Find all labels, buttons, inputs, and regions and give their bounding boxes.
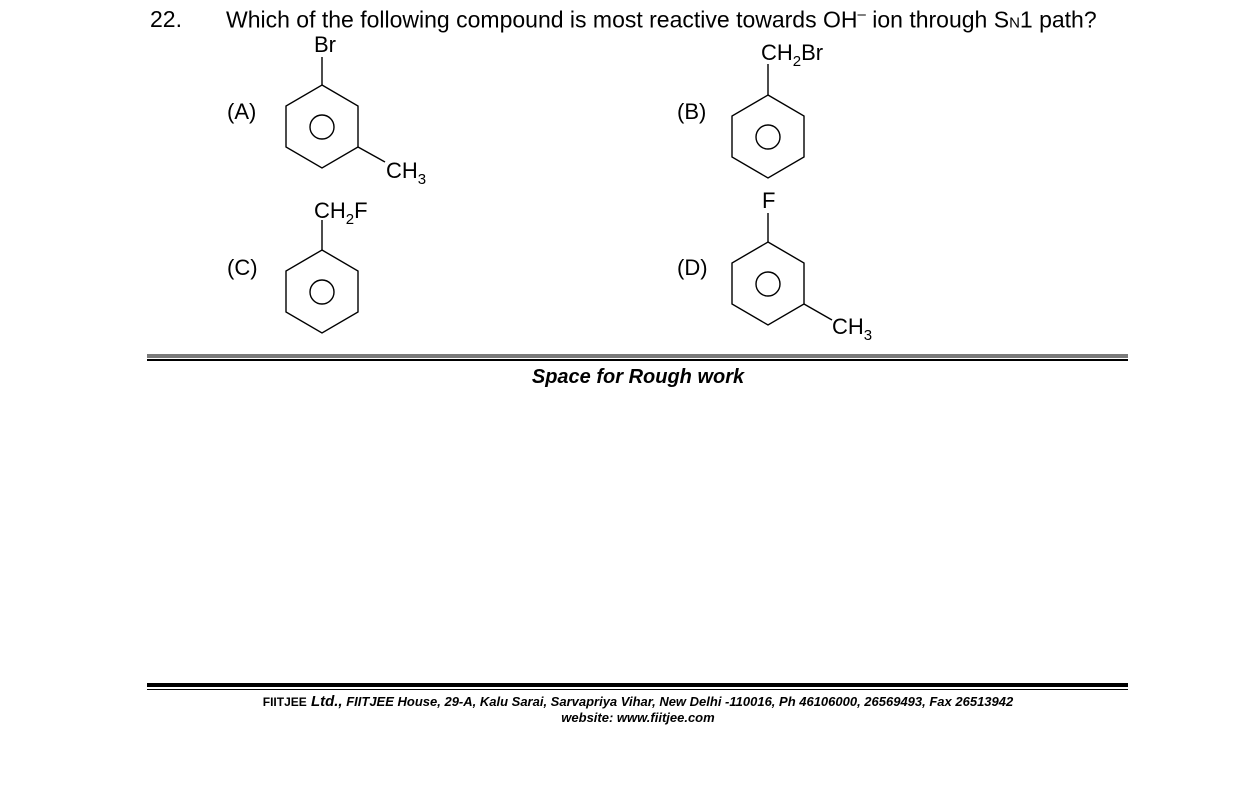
sn-subscript: N: [1009, 14, 1020, 32]
footer-ltd: Ltd.,: [306, 693, 343, 710]
option-d-label[interactable]: (D): [677, 255, 708, 280]
aromatic-circle-a: [309, 114, 335, 140]
footer-website[interactable]: website: www.fiitjee.com: [561, 710, 715, 725]
benzene-ring-b: [731, 94, 805, 179]
rough-work-heading: Space for Rough work: [531, 366, 745, 388]
section-divider-top-line: [147, 359, 1128, 361]
question-text-after: 1 path?: [1019, 6, 1097, 33]
aromatic-circle-d: [755, 271, 781, 297]
substituent-d-side: CH3: [832, 314, 872, 344]
benzene-ring-c: [285, 249, 359, 334]
aromatic-circle-c: [309, 279, 335, 305]
option-b-label[interactable]: (B): [677, 99, 707, 124]
footer-divider: [147, 683, 1128, 687]
question-text-middle: ion through S: [865, 6, 1010, 33]
page-footer: FIITJEE Ltd., FIITJEE House, 29-A, Kalu …: [0, 694, 1238, 726]
footer-address-line: FIITJEE Ltd., FIITJEE House, 29-A, Kalu …: [0, 694, 1238, 710]
footer-address: FIITJEE House, 29-A, Kalu Sarai, Sarvapr…: [342, 694, 1014, 709]
substituent-a-top: Br: [314, 32, 336, 57]
option-a-label[interactable]: (A): [227, 99, 257, 124]
option-c-label[interactable]: (C): [227, 255, 258, 280]
benzene-ring-a: [285, 84, 359, 169]
molecule-a: [285, 57, 386, 169]
charge-superscript: –: [857, 6, 866, 23]
section-divider-top: [147, 354, 1128, 358]
molecule-c: [285, 220, 359, 334]
molecule-b: [731, 64, 805, 179]
question-number: 22.: [150, 6, 182, 32]
substituent-d-top: F: [762, 188, 775, 213]
question-text: Which of the following compound is most …: [226, 6, 1097, 34]
substituent-a-side: CH3: [386, 158, 426, 188]
footer-brand: FIITJEE: [262, 695, 307, 709]
bond-a-side: [357, 146, 386, 163]
bond-d-side: [803, 303, 833, 321]
substituent-c-top: CH2F: [314, 198, 368, 228]
benzene-ring-d: [731, 241, 805, 326]
substituent-b-top: CH2Br: [761, 40, 823, 70]
footer-divider-line: [147, 689, 1128, 690]
question-text-before: Which of the following compound is most …: [226, 6, 858, 33]
aromatic-circle-b: [755, 124, 781, 150]
molecule-d: [731, 213, 833, 326]
